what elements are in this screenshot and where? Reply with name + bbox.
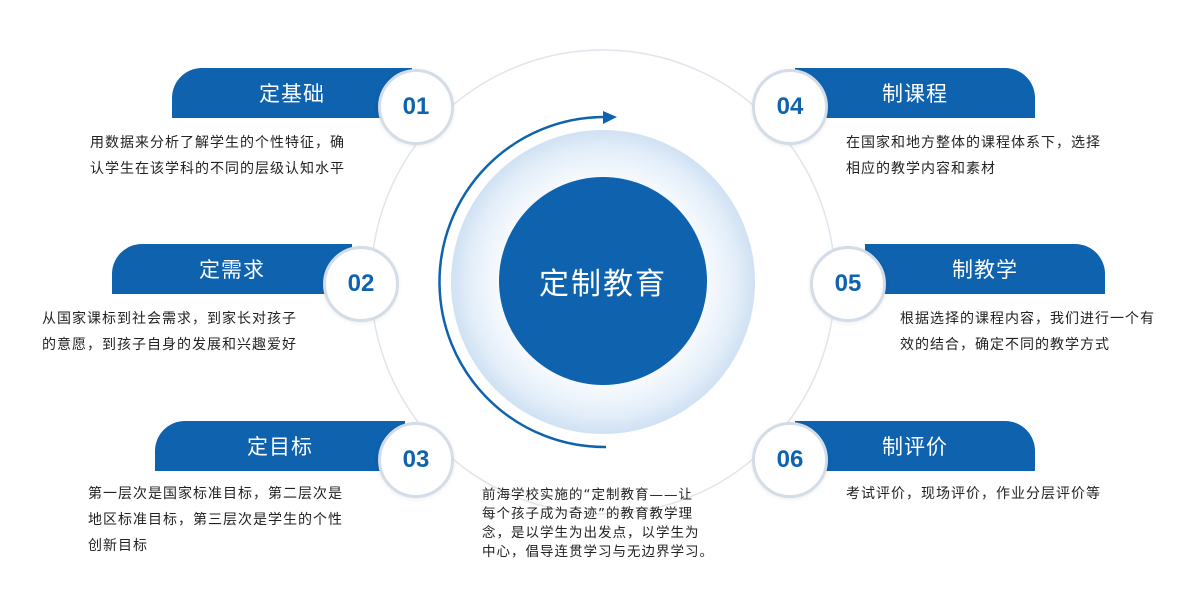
step-2-title: 定需求	[112, 244, 352, 294]
step-4-title: 制课程	[795, 68, 1035, 118]
step-6-desc-line-1: 考试评价，现场评价，作业分层评价等	[846, 486, 1101, 502]
step-3-number: 03	[378, 422, 454, 498]
step-4-number: 04	[752, 69, 828, 145]
center-title: 定制教育	[499, 177, 707, 385]
step-6-desc: 考试评价，现场评价，作业分层评价等	[846, 481, 1146, 507]
bottom-note-line-3: 念，是以学生为出发点，以学生为	[482, 525, 700, 541]
step-1-title: 定基础	[172, 68, 412, 118]
step-1-desc-line-1: 用数据来分析了解学生的个性特征，确	[90, 135, 345, 151]
step-1-number: 01	[378, 69, 454, 145]
step-2-number: 02	[323, 246, 399, 322]
step-3-desc: 第一层次是国家标准目标，第二层次是 地区标准目标，第三层次是学生的个性 创新目标	[88, 481, 378, 559]
step-5-number: 05	[810, 246, 886, 322]
bottom-note: 前海学校实施的“定制教育——让 每个孩子成为奇迹”的教育教学理 念，是以学生为出…	[482, 486, 742, 562]
step-3-desc-line-3: 创新目标	[88, 538, 148, 554]
step-2-desc: 从国家课标到社会需求，到家长对孩子 的意愿，到孩子自身的发展和兴趣爱好	[42, 306, 332, 358]
step-3-desc-line-1: 第一层次是国家标准目标，第二层次是	[88, 486, 343, 502]
bottom-note-line-2: 每个孩子成为奇迹”的教育教学理	[482, 506, 693, 522]
step-1-desc: 用数据来分析了解学生的个性特征，确 认学生在该学科的不同的层级认知水平	[90, 130, 380, 182]
bottom-note-line-1: 前海学校实施的“定制教育——让	[482, 487, 693, 503]
step-1-desc-line-2: 认学生在该学科的不同的层级认知水平	[90, 161, 345, 177]
bottom-note-line-4: 中心，倡导连贯学习与无边界学习。	[482, 544, 714, 560]
step-6-title: 制评价	[795, 421, 1035, 471]
step-5-desc: 根据选择的课程内容，我们进行一个有 效的结合，确定不同的教学方式	[900, 306, 1198, 358]
step-5-desc-line-1: 根据选择的课程内容，我们进行一个有	[900, 311, 1155, 327]
step-4-desc-line-2: 相应的教学内容和素材	[846, 161, 996, 177]
step-5-desc-line-2: 效的结合，确定不同的教学方式	[900, 337, 1110, 353]
step-2-desc-line-1: 从国家课标到社会需求，到家长对孩子	[42, 311, 297, 327]
step-3-desc-line-2: 地区标准目标，第三层次是学生的个性	[88, 512, 343, 528]
step-2-desc-line-2: 的意愿，到孩子自身的发展和兴趣爱好	[42, 337, 297, 353]
step-3-title: 定目标	[155, 421, 405, 471]
step-4-desc: 在国家和地方整体的课程体系下，选择 相应的教学内容和素材	[846, 130, 1146, 182]
step-5-title: 制教学	[865, 244, 1105, 294]
cycle-arrow-arc	[438, 115, 607, 449]
cycle-arrow-head	[603, 111, 617, 124]
step-4-desc-line-1: 在国家和地方整体的课程体系下，选择	[846, 135, 1101, 151]
step-6-number: 06	[752, 422, 828, 498]
